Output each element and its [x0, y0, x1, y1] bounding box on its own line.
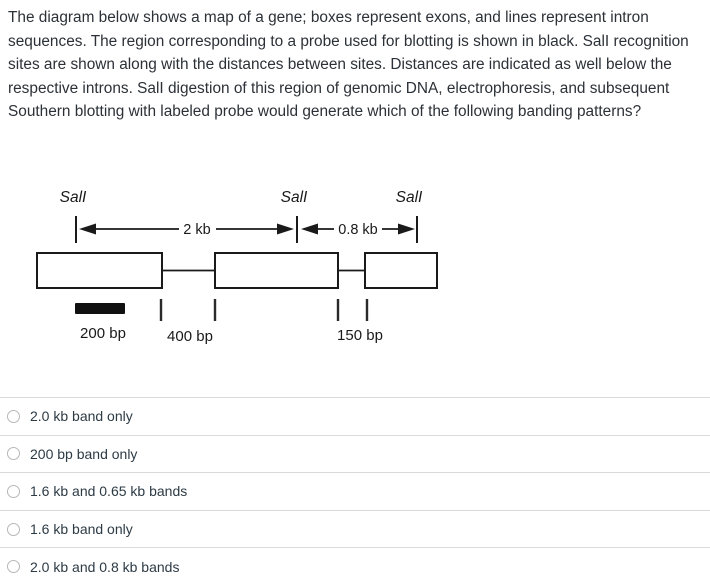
probe-bar [75, 303, 125, 314]
option-label: 200 bp band only [30, 445, 138, 462]
restriction-site-label-1: SalI [60, 189, 87, 206]
distance-label-2kb: 2 kb [183, 222, 210, 238]
gene-map-diagram: SalI SalI SalI 2 kb 0.8 kb [36, 189, 438, 345]
distance-arrow-08kb: 0.8 kb [301, 222, 415, 238]
arrowhead-left-icon [79, 223, 96, 235]
radio-button[interactable] [7, 484, 20, 498]
option-label: 2.0 kb band only [30, 408, 133, 425]
answer-option-1[interactable]: 2.0 kb band only [0, 397, 710, 435]
option-label: 1.6 kb band only [30, 521, 133, 538]
option-label: 1.6 kb and 0.65 kb bands [30, 483, 188, 500]
distance-arrow-2kb: 2 kb [79, 222, 294, 238]
arrowhead-left-icon [301, 223, 318, 235]
answer-option-3[interactable]: 1.6 kb and 0.65 kb bands [0, 472, 710, 510]
radio-button[interactable] [7, 560, 20, 574]
radio-button[interactable] [7, 409, 20, 423]
restriction-site-label-3: SalI [396, 189, 423, 206]
exon-box-1 [36, 252, 163, 289]
answer-option-5[interactable]: 2.0 kb and 0.8 kb bands [0, 547, 710, 585]
exon-box-3 [364, 252, 438, 289]
radio-button[interactable] [7, 447, 20, 461]
radio-button[interactable] [7, 522, 20, 536]
option-label: 2.0 kb and 0.8 kb bands [30, 558, 180, 575]
answer-option-4[interactable]: 1.6 kb band only [0, 509, 710, 548]
intron-length-label-1: 400 bp [167, 328, 213, 345]
restriction-site-label-2: SalI [281, 189, 308, 206]
question-text: The diagram below shows a map of a gene;… [8, 9, 689, 121]
exon-box-2 [214, 252, 339, 289]
probe-length-label: 200 bp [80, 325, 126, 342]
answer-option-2[interactable]: 200 bp band only [0, 434, 710, 473]
distance-label-08kb: 0.8 kb [338, 222, 378, 238]
intron-length-label-2: 150 bp [337, 327, 383, 344]
arrowhead-right-icon [277, 223, 294, 235]
arrowhead-right-icon [398, 223, 415, 235]
answer-options-list: 2.0 kb band only 200 bp band only 1.6 kb… [0, 397, 710, 585]
